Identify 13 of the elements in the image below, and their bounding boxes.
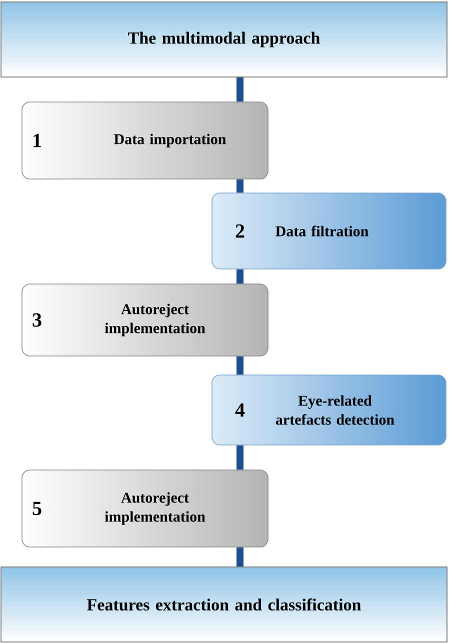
connector-line xyxy=(236,445,244,470)
step-box: 1 Data importation xyxy=(22,102,268,180)
connector-line xyxy=(236,269,244,284)
step-box: 4 Eye-related artefacts detection xyxy=(212,374,446,446)
connector-line xyxy=(236,78,244,102)
step-box: 5 Autoreject implementation xyxy=(22,470,268,548)
connector-line xyxy=(236,179,244,193)
header-band: Features extraction and classification xyxy=(0,566,448,642)
connector-line xyxy=(236,547,244,566)
step-box: 2 Data filtration xyxy=(212,192,446,270)
header-band: The multimodal approach xyxy=(0,2,448,78)
connector-line xyxy=(236,356,244,375)
step-box: 3 Autoreject implementation xyxy=(22,284,268,356)
